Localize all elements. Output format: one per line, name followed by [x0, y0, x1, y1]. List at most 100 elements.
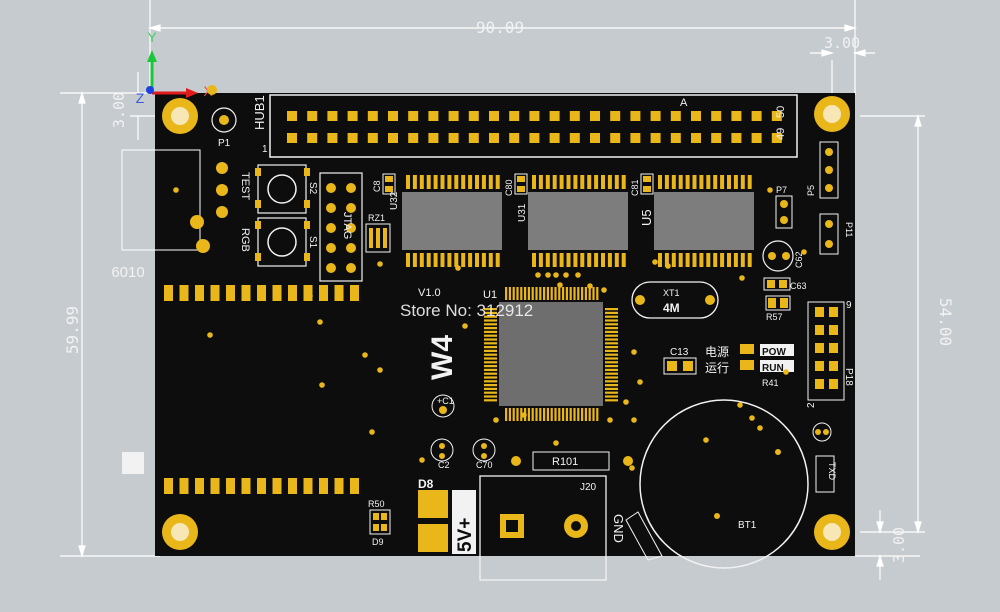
hub-pin — [569, 111, 580, 121]
chip-lead — [440, 175, 445, 189]
hub1-pin-49: 49 — [775, 128, 787, 140]
run-cn-label: 运行 — [705, 361, 729, 375]
r101 — [511, 451, 633, 471]
hub-pin — [428, 133, 439, 143]
height-value: 59.99 — [63, 306, 82, 354]
qfp-lead — [605, 361, 618, 364]
p18-pin2: 2 — [806, 402, 817, 408]
chip-lead — [475, 175, 479, 189]
hub-pin — [468, 133, 479, 143]
hub-pin — [590, 111, 600, 121]
chip-lead — [454, 253, 459, 267]
qfp-lead — [484, 353, 497, 356]
chip-lead — [573, 253, 578, 267]
axis-z-label: Z — [136, 90, 145, 106]
chip-lead — [614, 175, 619, 189]
qfp-lead — [531, 287, 534, 300]
module-pad — [226, 285, 235, 301]
chip-lead — [685, 175, 690, 189]
r41-label: R41 — [762, 378, 779, 388]
qfp-lead — [565, 287, 568, 300]
module-pad — [210, 285, 220, 301]
qfp-lead — [573, 408, 576, 421]
hub-pin — [448, 133, 459, 143]
run-label: RUN — [762, 363, 784, 374]
qfp-lead — [524, 287, 527, 300]
hole-left-value: 3.00 — [110, 92, 128, 128]
qfp-lead — [527, 287, 530, 300]
chip-lead — [566, 253, 571, 267]
chip-lead — [720, 253, 725, 267]
via — [739, 275, 745, 281]
hub-pin — [691, 133, 701, 143]
c13 — [663, 357, 697, 375]
chip-lead — [532, 253, 536, 267]
chip-lead — [406, 175, 410, 189]
crystal-xt1 — [631, 281, 719, 319]
chip-lead — [594, 175, 599, 189]
qfp-lead — [605, 315, 618, 318]
p1-label: P1 — [218, 138, 231, 149]
qfp-lead — [605, 349, 618, 352]
via — [563, 272, 569, 278]
module-pad — [179, 285, 189, 301]
qfp-lead — [605, 376, 618, 379]
via — [369, 429, 375, 435]
chip-lead — [447, 175, 452, 189]
hub-pin — [509, 111, 520, 121]
chip-lead — [713, 253, 718, 267]
chip-lead — [552, 253, 557, 267]
chip-lead — [594, 253, 599, 267]
qfp-lead — [558, 408, 561, 421]
axis-indicator — [146, 50, 198, 98]
via — [545, 272, 551, 278]
p7 — [775, 195, 793, 229]
chip-lead — [468, 253, 473, 267]
hub-pin — [751, 111, 762, 121]
via — [319, 382, 325, 388]
qfp-lead — [605, 391, 618, 394]
r57 — [765, 295, 791, 311]
module-pad — [179, 478, 189, 494]
qfp-lead — [605, 395, 618, 398]
chip-lead — [671, 175, 676, 189]
p18-pin — [829, 361, 838, 371]
r50-d9 — [369, 509, 391, 535]
chip-lead — [559, 175, 564, 189]
hub-pin — [610, 133, 621, 143]
side-label: 6010 — [111, 264, 144, 281]
qfp-lead — [484, 376, 497, 379]
module-pad — [350, 478, 359, 494]
via — [601, 287, 607, 293]
c63-label: C63 — [790, 281, 807, 291]
module-pad — [272, 478, 282, 494]
qfp-lead — [484, 342, 497, 345]
chip-lead — [488, 253, 493, 267]
p18-pin — [815, 343, 824, 353]
hub-pin — [408, 111, 419, 121]
chip-lead — [727, 253, 731, 267]
module-pad — [164, 478, 173, 494]
via — [535, 272, 541, 278]
qfp-lead — [484, 315, 497, 318]
txd-box — [815, 455, 835, 493]
qfp-lead — [484, 368, 497, 371]
chip-lead — [699, 253, 704, 267]
jtag-pin — [346, 243, 356, 253]
module-pad — [303, 285, 313, 301]
hub-pin — [408, 133, 419, 143]
qfp-lead — [605, 308, 618, 311]
crystal-label: XT1 — [663, 288, 680, 298]
hub1-label: HUB1 — [252, 95, 267, 130]
qfp-lead — [592, 408, 595, 421]
via — [801, 249, 807, 255]
outline-box — [121, 149, 201, 251]
chip-lead — [447, 253, 452, 267]
chip-lead — [545, 253, 550, 267]
qfp-lead — [484, 384, 497, 387]
hub-pin — [569, 133, 580, 143]
chip-lead — [699, 175, 704, 189]
qfp-lead — [596, 408, 599, 421]
qfp-lead — [539, 408, 542, 421]
version-label: V1.0 — [418, 287, 441, 299]
